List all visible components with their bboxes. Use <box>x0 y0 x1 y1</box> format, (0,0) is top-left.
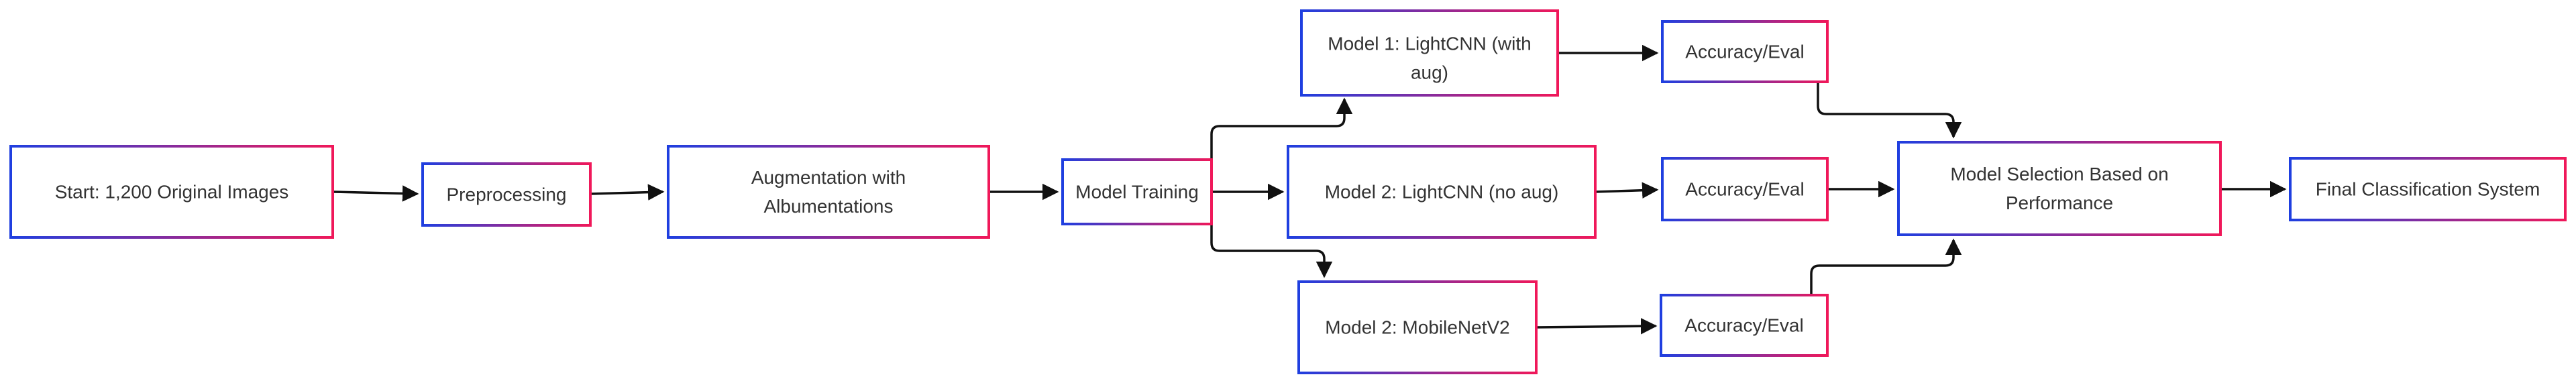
node-training: Model Training <box>1061 158 1213 225</box>
node-box <box>1287 145 1597 239</box>
node-eval1: Accuracy/Eval <box>1661 20 1829 83</box>
node-box <box>1897 141 2222 236</box>
edges-layer <box>332 44 2287 335</box>
node-eval3: Accuracy/Eval <box>1660 294 1829 357</box>
node-box <box>1061 158 1213 225</box>
nodes-layer: Start: 1,200 Original Images Preprocessin… <box>9 9 2567 374</box>
node-label: aug) <box>1411 62 1448 83</box>
node-box <box>667 145 990 239</box>
node-label: Model Training <box>1075 182 1199 203</box>
edge-eval1-to-selection <box>1817 82 1962 139</box>
edge-model2b-to-eval3 <box>1536 317 1658 335</box>
node-start: Start: 1,200 Original Images <box>9 145 334 239</box>
node-label: Albumentations <box>763 196 893 217</box>
edge-model2a-to-eval2 <box>1595 182 1659 199</box>
node-preprocess: Preprocessing <box>421 162 592 227</box>
node-box <box>9 145 334 239</box>
node-label: Accuracy/Eval <box>1685 179 1804 200</box>
node-label: Augmentation with <box>751 167 906 188</box>
node-label: Preprocessing <box>447 184 567 205</box>
node-label: Model 2: MobileNetV2 <box>1325 317 1509 338</box>
node-box <box>1297 280 1538 374</box>
node-box <box>1661 20 1829 83</box>
node-label: Model 2: LightCNN (no aug) <box>1325 182 1559 203</box>
node-label: Accuracy/Eval <box>1684 315 1803 336</box>
node-box <box>1661 157 1829 221</box>
node-label: Model 1: LightCNN (with <box>1328 34 1531 54</box>
node-label: Accuracy/Eval <box>1685 42 1804 62</box>
edge-eval3-to-selection <box>1810 238 1962 295</box>
node-model2b: Model 2: MobileNetV2 <box>1297 280 1538 374</box>
node-label: Start: 1,200 Original Images <box>55 182 289 203</box>
node-model2a: Model 2: LightCNN (no aug) <box>1287 145 1597 239</box>
node-box <box>2289 157 2567 221</box>
node-selection: Model Selection Based on Performance <box>1897 141 2222 236</box>
node-label: Final Classification System <box>2316 179 2540 200</box>
edge-preprocess-to-augment <box>590 184 665 201</box>
node-label: Model Selection Based on <box>1950 164 2168 184</box>
edge-training-to-model2b <box>1210 224 1333 278</box>
edge-start-to-preprocess <box>332 185 419 202</box>
node-model1: Model 1: LightCNN (with aug) <box>1300 9 1559 97</box>
node-box <box>421 162 592 227</box>
node-eval2: Accuracy/Eval <box>1661 157 1829 221</box>
node-box <box>1660 294 1829 357</box>
edge-training-to-model1 <box>1210 97 1353 161</box>
node-label: Performance <box>2006 192 2113 213</box>
node-final: Final Classification System <box>2289 157 2567 221</box>
node-box <box>1300 9 1559 97</box>
